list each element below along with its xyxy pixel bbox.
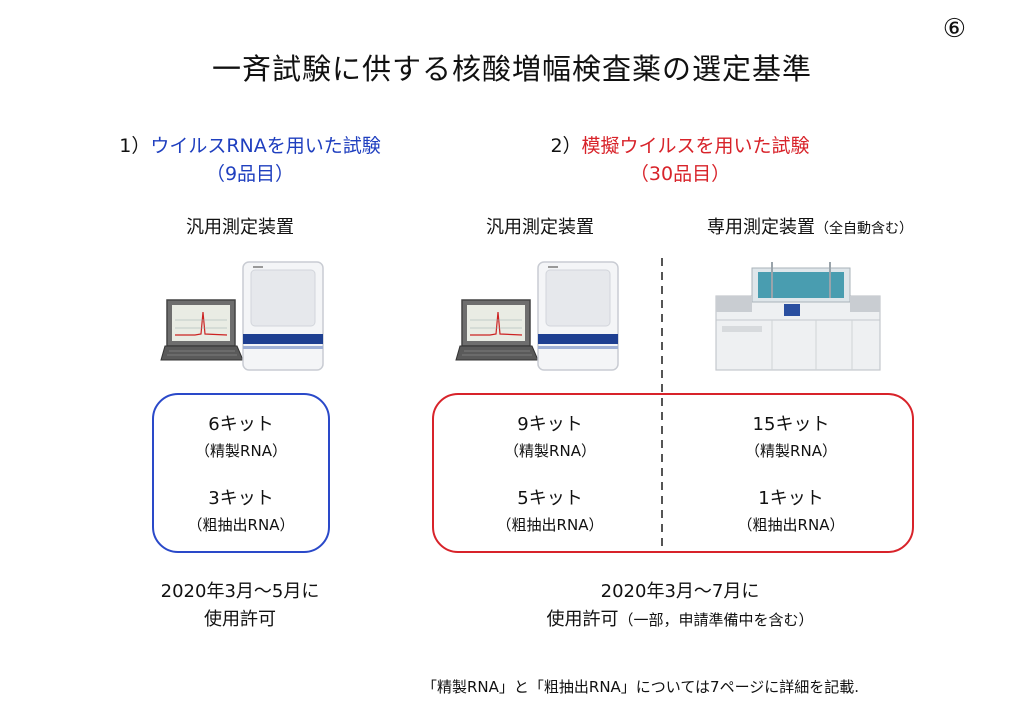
kit-type: （粗抽出RNA）	[187, 516, 295, 534]
approval-section-2: 2020年3月～7月に 使用許可（一部，申請準備中を含む）	[470, 578, 890, 634]
approval-status: 使用許可	[546, 609, 619, 630]
page-title: 一斉試験に供する核酸増幅検査薬の選定基準	[211, 52, 812, 86]
device-label-dedicated: 専用測定装置（全自動含む）	[660, 213, 960, 239]
page-number: ⑥	[942, 14, 966, 44]
approval-section-1: 2020年3月～5月に 使用許可	[120, 578, 360, 634]
section-1-heading: 1）ウイルスRNAを用いた試験 （9品目）	[80, 132, 420, 188]
section-2-count: （30品目）	[629, 163, 731, 185]
kit-group-2-4: 1キット （粗抽出RNA）	[676, 486, 906, 538]
device-label-general-1: 汎用測定装置	[186, 217, 294, 238]
kit-group-2-2: 5キット （粗抽出RNA）	[440, 486, 660, 538]
approval-note: （一部，申請準備中を含む）	[618, 611, 814, 629]
kit-box-section-2	[432, 393, 914, 553]
kit-box-section-1	[152, 393, 330, 553]
kit-group-1-2: 3キット （粗抽出RNA）	[152, 486, 330, 538]
kit-group-2-1: 9キット （精製RNA）	[440, 412, 660, 464]
dashed-divider	[661, 258, 663, 550]
kit-type: （粗抽出RNA）	[496, 516, 604, 534]
pcr-instrument-with-laptop-image-2	[455, 261, 619, 371]
kit-type: （粗抽出RNA）	[737, 516, 845, 534]
kit-type: （精製RNA）	[504, 442, 596, 460]
device-label-dedicated-note: （全自動含む）	[815, 221, 913, 237]
section-2-heading: 2）模擬ウイルスを用いた試験 （30品目）	[500, 132, 860, 188]
approval-period: 2020年3月～7月に	[600, 581, 760, 602]
section-2-title: 模擬ウイルスを用いた試験	[581, 135, 810, 157]
kit-count: 3キット	[208, 488, 274, 509]
approval-status: 使用許可	[204, 609, 276, 630]
section-2-number: 2）	[550, 135, 582, 157]
section-1-number: 1）	[119, 135, 151, 157]
pcr-instrument-with-laptop-image	[160, 261, 324, 371]
kit-count: 5キット	[517, 488, 583, 509]
footnote: 「精製RNA」と「粗抽出RNA」については7ページに詳細を記載.	[422, 678, 860, 696]
kit-count: 6キット	[208, 414, 274, 435]
kit-count: 1キット	[758, 488, 824, 509]
kit-count: 15キット	[752, 414, 830, 435]
approval-period: 2020年3月～5月に	[160, 581, 320, 602]
kit-group-1-1: 6キット （精製RNA）	[152, 412, 330, 464]
section-1-count: （9品目）	[205, 163, 295, 185]
kit-group-2-3: 15キット （精製RNA）	[676, 412, 906, 464]
kit-type: （精製RNA）	[745, 442, 837, 460]
automated-analyzer-image	[715, 262, 881, 371]
device-label-dedicated-text: 専用測定装置	[707, 217, 815, 238]
section-1-title: ウイルスRNAを用いた試験	[150, 135, 381, 157]
kit-type: （精製RNA）	[195, 442, 287, 460]
kit-count: 9キット	[517, 414, 583, 435]
device-label-general-2: 汎用測定装置	[486, 217, 594, 238]
